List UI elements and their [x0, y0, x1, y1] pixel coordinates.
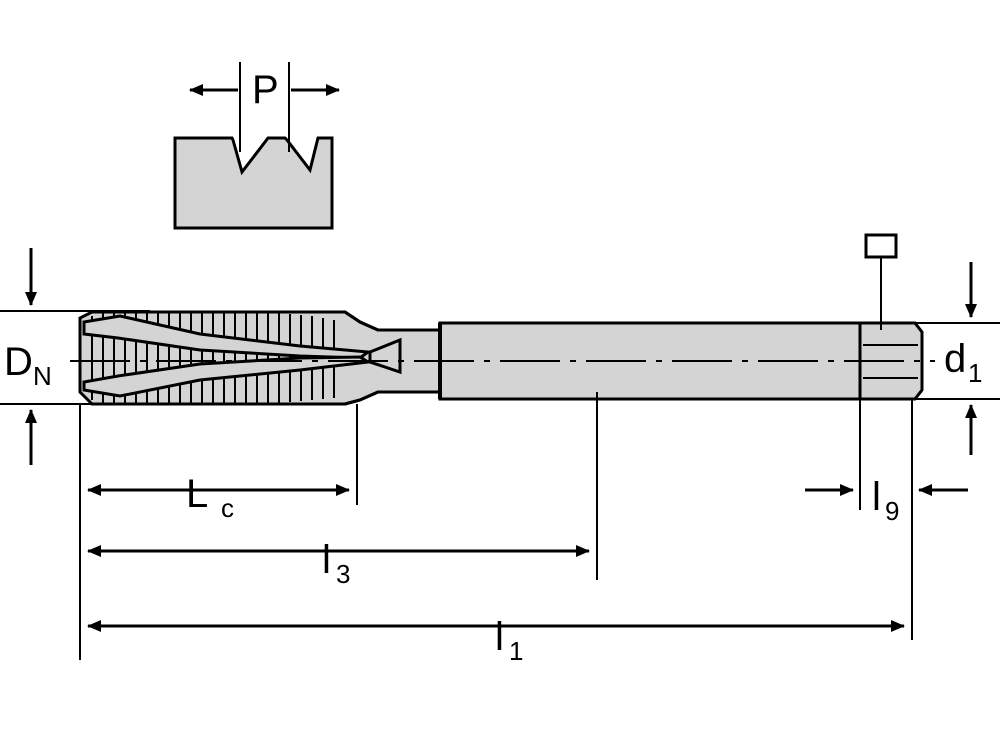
thread-profile-detail: P: [173, 62, 340, 230]
label-chamfer-length-subscript: c: [221, 493, 234, 523]
label-nominal-diameter-subscript: N: [33, 361, 52, 391]
dimension-chamfer-length: L c: [87, 472, 350, 523]
label-thread-length-subscript: 3: [336, 559, 350, 589]
dimension-overall-length: l 1: [87, 615, 905, 666]
label-pitch: P: [252, 68, 279, 112]
tap-body: [70, 310, 935, 406]
extension-lines: [79, 392, 913, 660]
label-shank-diameter: d: [944, 337, 966, 381]
dimension-square-length: l 9: [805, 475, 968, 526]
dimension-nominal-diameter: D N: [0, 248, 150, 465]
label-overall-length-subscript: 1: [509, 636, 523, 666]
square-drive-marker: [864, 233, 898, 330]
label-thread-length: l: [322, 538, 331, 582]
label-square-length: l: [872, 475, 881, 519]
dimension-thread-length: l 3: [87, 538, 590, 589]
dimension-shank-diameter: d 1: [912, 262, 1000, 455]
label-nominal-diameter: D: [4, 340, 33, 384]
label-overall-length: l: [495, 615, 504, 659]
label-square-length-subscript: 9: [885, 496, 899, 526]
label-shank-diameter-subscript: 1: [968, 358, 982, 388]
label-chamfer-length: L: [186, 472, 208, 516]
